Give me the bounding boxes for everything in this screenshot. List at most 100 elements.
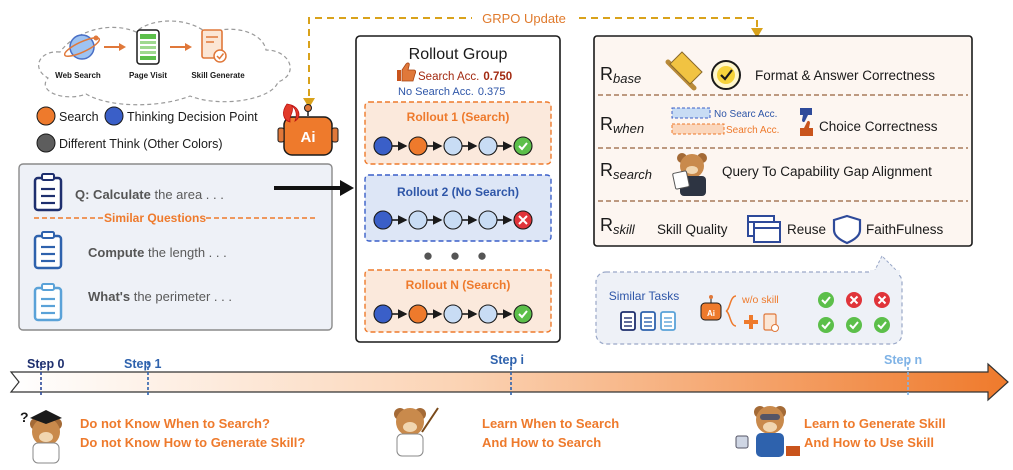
question-2: Compute the length . . . (88, 245, 227, 260)
globe-icon (63, 34, 101, 60)
chain-node (478, 304, 498, 324)
bear-graduate-icon: ? (20, 409, 62, 464)
chain-node (373, 210, 393, 230)
r-when-desc: Choice Correctness (819, 119, 938, 134)
chain-node (478, 136, 498, 156)
chain-node (443, 136, 463, 156)
chain-node (408, 210, 428, 230)
chain-node (478, 210, 498, 230)
thumbs-up-icon (800, 120, 813, 136)
rollout-2-chain (373, 210, 533, 230)
rollout-group-panel: Rollout Group Search Acc.0.750 No Search… (355, 35, 561, 343)
web-page-icon (136, 29, 160, 65)
rollout-1-chain (373, 136, 533, 156)
check-circle-icon (711, 60, 741, 90)
questions-box: Q: Calculate the area . . . Similar Ques… (18, 163, 333, 331)
question-1: Q: Calculate the area . . . (75, 187, 224, 202)
r-skill-faith: FaithFulness (866, 222, 944, 237)
check-icon (513, 136, 533, 156)
r-search-symbol: Rsearch (600, 160, 652, 182)
ai-label: Ai (301, 129, 316, 146)
tool-cloud: Web Search Page Visit Skill Generate (38, 20, 291, 106)
timeline: Step 0 Step 1 Step i Step n (9, 353, 1009, 402)
legend: Search Thinking Decision Point Different… (36, 106, 258, 153)
ai-robot-icon: Ai (277, 103, 339, 156)
reward-panel: Rbase Format & Answer Correctness Rwhen … (593, 35, 973, 247)
step-1-label: Step 1 (124, 357, 162, 371)
fire-icon (283, 103, 300, 123)
chain-node (408, 136, 428, 156)
caption-2-line2: And How to Search (482, 435, 601, 450)
caption-1-line2: Do not Know How to Generate Skill? (80, 435, 305, 450)
legend-search: Search (59, 110, 99, 124)
check-icon (846, 317, 862, 333)
ai-robot-icon: Ai (700, 295, 722, 321)
question-3: What's the perimeter . . . (88, 289, 232, 304)
rollout-ellipsis: ● ● ● (423, 246, 493, 265)
thumbs-up-icon (397, 62, 417, 82)
caption-2-line1: Learn When to Search (482, 416, 619, 431)
caption-1-line1: Do not Know When to Search? (80, 416, 270, 431)
task-result-marks (818, 292, 890, 333)
clipboard-icon (33, 173, 63, 212)
robot-icon (735, 435, 749, 449)
bear-engineer-icon (735, 406, 800, 457)
brush-icon (665, 51, 703, 91)
shield-icon (832, 214, 862, 245)
chain-node (373, 136, 393, 156)
web-search-label: Web Search (55, 71, 101, 80)
bear-teacher-icon (394, 407, 439, 457)
step-n-label: Step n (884, 353, 922, 367)
rollout-2-label: Rollout 2 (No Search) (397, 185, 519, 199)
thumbs-down-icon (800, 108, 812, 123)
legend-thinking: Thinking Decision Point (127, 110, 258, 124)
clipboard-icons (620, 311, 676, 331)
rollout-1-label: Rollout 1 (Search) (407, 110, 510, 124)
plus-icon (744, 315, 758, 329)
similar-tasks-panel: Similar Tasks Ai w/o skill (595, 255, 903, 345)
similar-questions-label: Similar Questions (104, 211, 206, 225)
step-i-label: Step i (490, 353, 524, 367)
r-base-symbol: Rbase (600, 64, 641, 86)
clipboard-icon (33, 231, 63, 270)
legend-different: Different Think (Other Colors) (59, 137, 222, 151)
search-acc: Search Acc.0.750 (418, 71, 512, 83)
skill-document-icon (763, 313, 779, 332)
similar-tasks-label: Similar Tasks (609, 289, 679, 303)
r-when-nosearch: No Searc Acc. (714, 109, 777, 120)
skill-document-icon (201, 29, 227, 63)
page-visit-label: Page Visit (129, 71, 167, 80)
nosearch-bar (671, 107, 711, 119)
chain-node (443, 304, 463, 324)
check-icon (818, 292, 834, 308)
rollout-n-chain (373, 304, 533, 324)
check-icon (818, 317, 834, 333)
chain-node (443, 210, 463, 230)
svg-text:Ai: Ai (707, 309, 715, 318)
grpo-update-label: GRPO Update (482, 11, 566, 26)
r-base-desc: Format & Answer Correctness (755, 68, 935, 83)
step-0-label: Step 0 (27, 357, 65, 371)
grpo-update-connector: GRPO Update (303, 8, 763, 108)
r-skill-reuse: Reuse (787, 222, 826, 237)
search-bar (671, 123, 725, 135)
r-skill-quality: Skill Quality (657, 222, 728, 237)
nosearch-acc: No Search Acc.0.375 (398, 86, 505, 98)
check-icon (513, 304, 533, 324)
window-stack-icon (747, 215, 781, 243)
toolbox-icon (786, 446, 800, 456)
bear-reader-icon (672, 153, 707, 196)
caption-3-line2: And How to Use Skill (804, 435, 934, 450)
svg-text:?: ? (20, 409, 29, 425)
r-when-search: Search Acc. (726, 125, 779, 136)
rollout-n-label: Rollout N (Search) (406, 278, 511, 292)
caption-3-line1: Learn to Generate Skill (804, 416, 946, 431)
skill-generate-label: Skill Generate (191, 71, 245, 80)
input-arrow (274, 180, 354, 196)
rollout-title: Rollout Group (409, 46, 508, 63)
wo-skill-label: w/o skill (741, 294, 779, 306)
clipboard-icon (33, 283, 63, 322)
r-search-desc: Query To Capability Gap Alignment (722, 164, 932, 179)
